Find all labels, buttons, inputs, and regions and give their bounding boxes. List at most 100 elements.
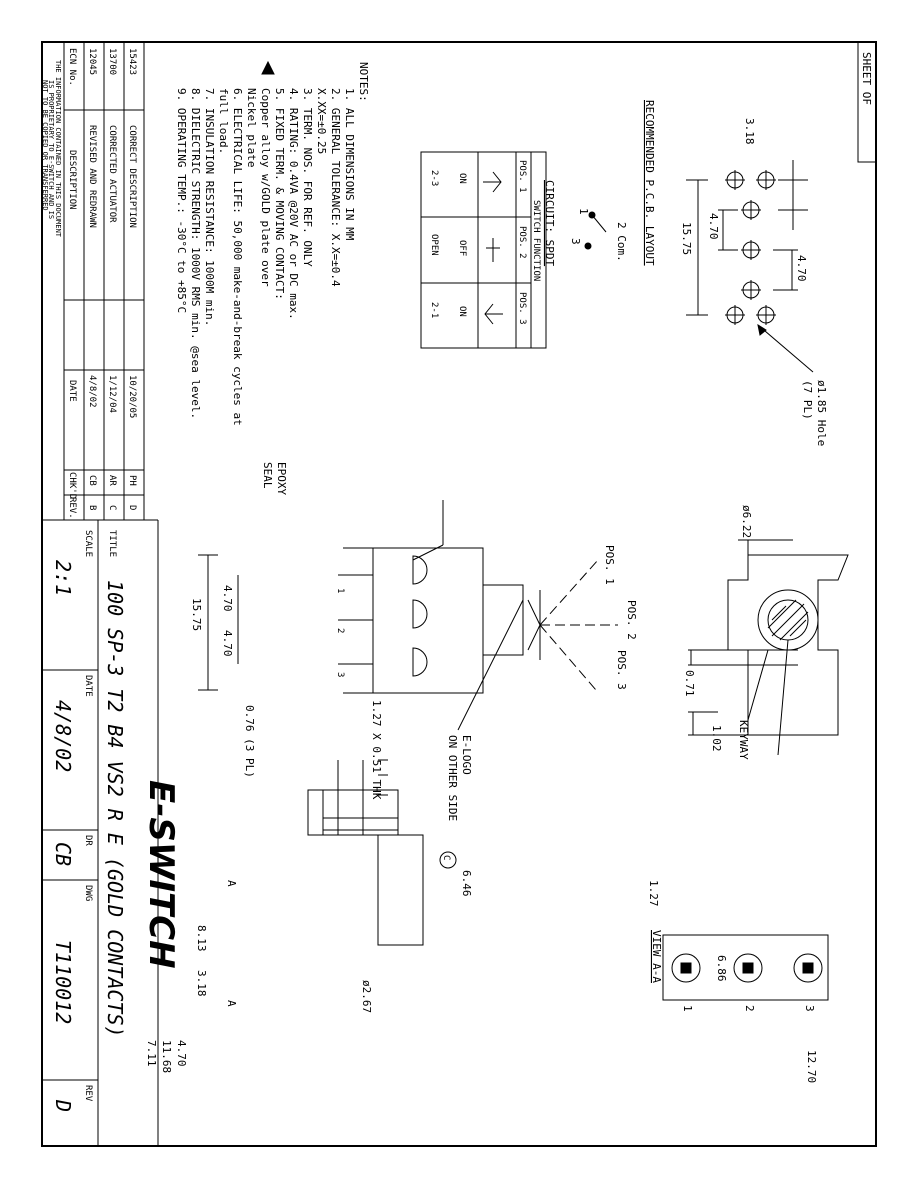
sf-terms-pos1: 2-3: [429, 170, 439, 186]
front-sec-a-bottom: A: [225, 1000, 238, 1007]
dr-value: CB: [51, 842, 75, 866]
rev-letter-d: D: [127, 505, 137, 510]
scale-label: SCALE: [83, 530, 93, 557]
dr-label: DR: [83, 835, 93, 846]
note-line: 8. DIELECTRIC STRENGTH: 1000V RMS min. @…: [189, 88, 202, 419]
note-line: X.XX=±0.25: [315, 88, 328, 154]
view-aa-t1: 1: [681, 1005, 694, 1012]
circuit-title: CIRCUIT: SPDT: [543, 180, 556, 266]
rev-chkd-c: AR: [107, 475, 117, 486]
side-dim-a: 4.70: [221, 585, 234, 612]
rev-value: D: [51, 1099, 75, 1112]
side-t3: 3: [335, 672, 345, 677]
note-line: 5. FIXED TERM. & MOVING CONTACT:: [273, 88, 286, 300]
top-d102: 1.02: [710, 725, 723, 752]
date-label: DATE: [83, 675, 93, 697]
keyway-label: KEYWAY: [737, 720, 750, 760]
sf-header-pos1: POS. 1: [517, 160, 527, 193]
rev-date-b: 4/8/02: [87, 375, 97, 408]
note-line: Nickel plate: [245, 88, 258, 167]
side-view: POS. 1 POS. 2 POS. 3 1 2 3 EPOXY SEAL E-…: [190, 462, 638, 821]
date-value: 4/8/02: [51, 700, 75, 772]
rev-letter-c: C: [107, 505, 117, 510]
circuit-com: 2 Com.: [615, 222, 628, 262]
note-line: 9. OPERATING TEMP.: -30°C to +85°C: [175, 88, 188, 313]
note-line: 7. INSULATION RESISTANCE: 1000M min.: [203, 88, 216, 326]
rev-ecn-b: 12045: [87, 48, 97, 75]
rev-desc-c: CORRECTED ACTUATOR: [107, 125, 117, 223]
view-aa-d686: 6.86: [715, 955, 728, 982]
rev-header-desc: DESCRIPTION: [67, 150, 77, 210]
note-line: 3. TERM. NOS. FOR REF. ONLY: [301, 88, 314, 267]
note-line: 1. ALL DIMENSIONS IN MM: [343, 88, 356, 241]
sf-header-pos2: POS. 2: [517, 226, 527, 259]
sf-header-pos3: POS. 3: [517, 292, 527, 325]
rev-header-rev: REV.: [67, 497, 77, 519]
notes-heading: NOTES:: [357, 62, 370, 102]
top-dia: ø6.22: [740, 505, 753, 538]
rev-header-ecn: ECN No.: [67, 48, 77, 86]
scale-value: 2:1: [51, 560, 75, 596]
pcb-holes: [725, 170, 776, 325]
pcb-hole-note-2: (7 PL): [801, 380, 814, 420]
front-d470: 4.70: [175, 1040, 188, 1067]
pcb-title: RECOMMENDED P.C.B. LAYOUT: [643, 100, 656, 266]
front-view: 1.27 X 0.51 THK 6.46 ø2.67 8.13 3.18 4.7…: [145, 700, 473, 1073]
top-d071: 0.71: [683, 670, 696, 697]
circuit-diagram: CIRCUIT: SPDT 2 Com. 1 3: [543, 180, 628, 266]
rev-chkd-d: PH: [127, 475, 137, 486]
switch-function-table: SWITCH FUNCTION POS. 1 POS. 2 POS. 3 ON …: [420, 151, 547, 349]
sf-terms-pos2: OPEN: [429, 234, 439, 256]
side-t1: 1: [335, 588, 345, 593]
side-dim-len: 15.75: [190, 598, 203, 631]
sheet-border: [41, 41, 877, 1147]
view-aa-title: VIEW A-A: [650, 930, 663, 983]
note-flag-icon: [261, 60, 275, 75]
side-t2: 2: [335, 628, 345, 633]
revision-table: 15423 CORRECT DESCRIPTION 10/20/05 PH D …: [41, 42, 145, 521]
rev-date-c: 1/12/04: [107, 375, 117, 413]
side-logo-1: E-LOGO: [460, 735, 473, 775]
circuit-t3: 3: [569, 238, 582, 245]
note-line: 2. GENERAL TOLERANCE: X.X=±0.4: [329, 88, 342, 287]
side-dim-b: 4.70: [221, 630, 234, 657]
side-pos2: POS. 2: [625, 600, 638, 640]
rev-ecn-c: 13700: [107, 48, 117, 75]
sheet-label: SHEET OF: [860, 52, 873, 105]
rev-ecn-d: 15423: [127, 48, 137, 75]
rev-letter-b: B: [87, 505, 97, 510]
sf-state-pos1: ON: [457, 173, 467, 184]
disclaimer-line: THE INFORMATION CONTAINED IN THIS DOCUME…: [54, 60, 62, 238]
pcb-dim-b: 4.70: [795, 255, 808, 282]
front-thk: 1.27 X 0.51 THK: [370, 700, 383, 800]
top-view: ø6.22 0.71 1.02 KEYWAY: [683, 505, 849, 760]
side-term-dia: 0.76 (3 PL): [243, 705, 256, 778]
sf-state-pos3: ON: [457, 306, 467, 317]
front-d1168: 11.68: [160, 1040, 173, 1073]
circuit-t1: 1: [577, 208, 590, 215]
pcb-dim-top: 3.18: [743, 118, 756, 145]
view-aa: VIEW A-A 3 2 1 1.27 6.86 12.70: [647, 880, 829, 1083]
rev-desc-d: CORRECT DESCRIPTION: [127, 125, 137, 228]
sf-state-pos2: OFF: [457, 240, 467, 256]
drawing-title: 100 SP-3 T2 B4 VS2 R E (GOLD CONTACTS): [103, 580, 127, 1038]
view-aa-d1270: 12.70: [805, 1050, 818, 1083]
pcb-dim-a: 4.70: [707, 213, 720, 240]
side-epoxy-2: SEAL: [261, 462, 274, 489]
eswitch-logo: E-SWITCH: [141, 780, 181, 969]
side-pos1: POS. 1: [603, 545, 616, 585]
pcb-hole-note-1: ø1.85 Hole: [815, 380, 828, 446]
side-logo-2: ON OTHER SIDE: [446, 735, 459, 821]
rev-header-date: DATE: [67, 380, 77, 402]
sf-terms-pos3: 2-1: [429, 302, 439, 318]
note-line: Copper alloy w/GOLD plate over: [259, 88, 272, 287]
view-aa-t3: 3: [803, 1005, 816, 1012]
front-d267: ø2.67: [360, 980, 373, 1013]
note-line: 6. ELECTRICAL LIFE: 50,000 make-and-brea…: [231, 88, 244, 426]
note-line: full load.: [217, 88, 230, 154]
side-epoxy-1: EPOXY: [275, 462, 288, 495]
pcb-layout: RECOMMENDED P.C.B. LAYOUT 3.18 15.75 4.7…: [643, 100, 828, 446]
pcb-dim-len: 15.75: [680, 222, 693, 255]
